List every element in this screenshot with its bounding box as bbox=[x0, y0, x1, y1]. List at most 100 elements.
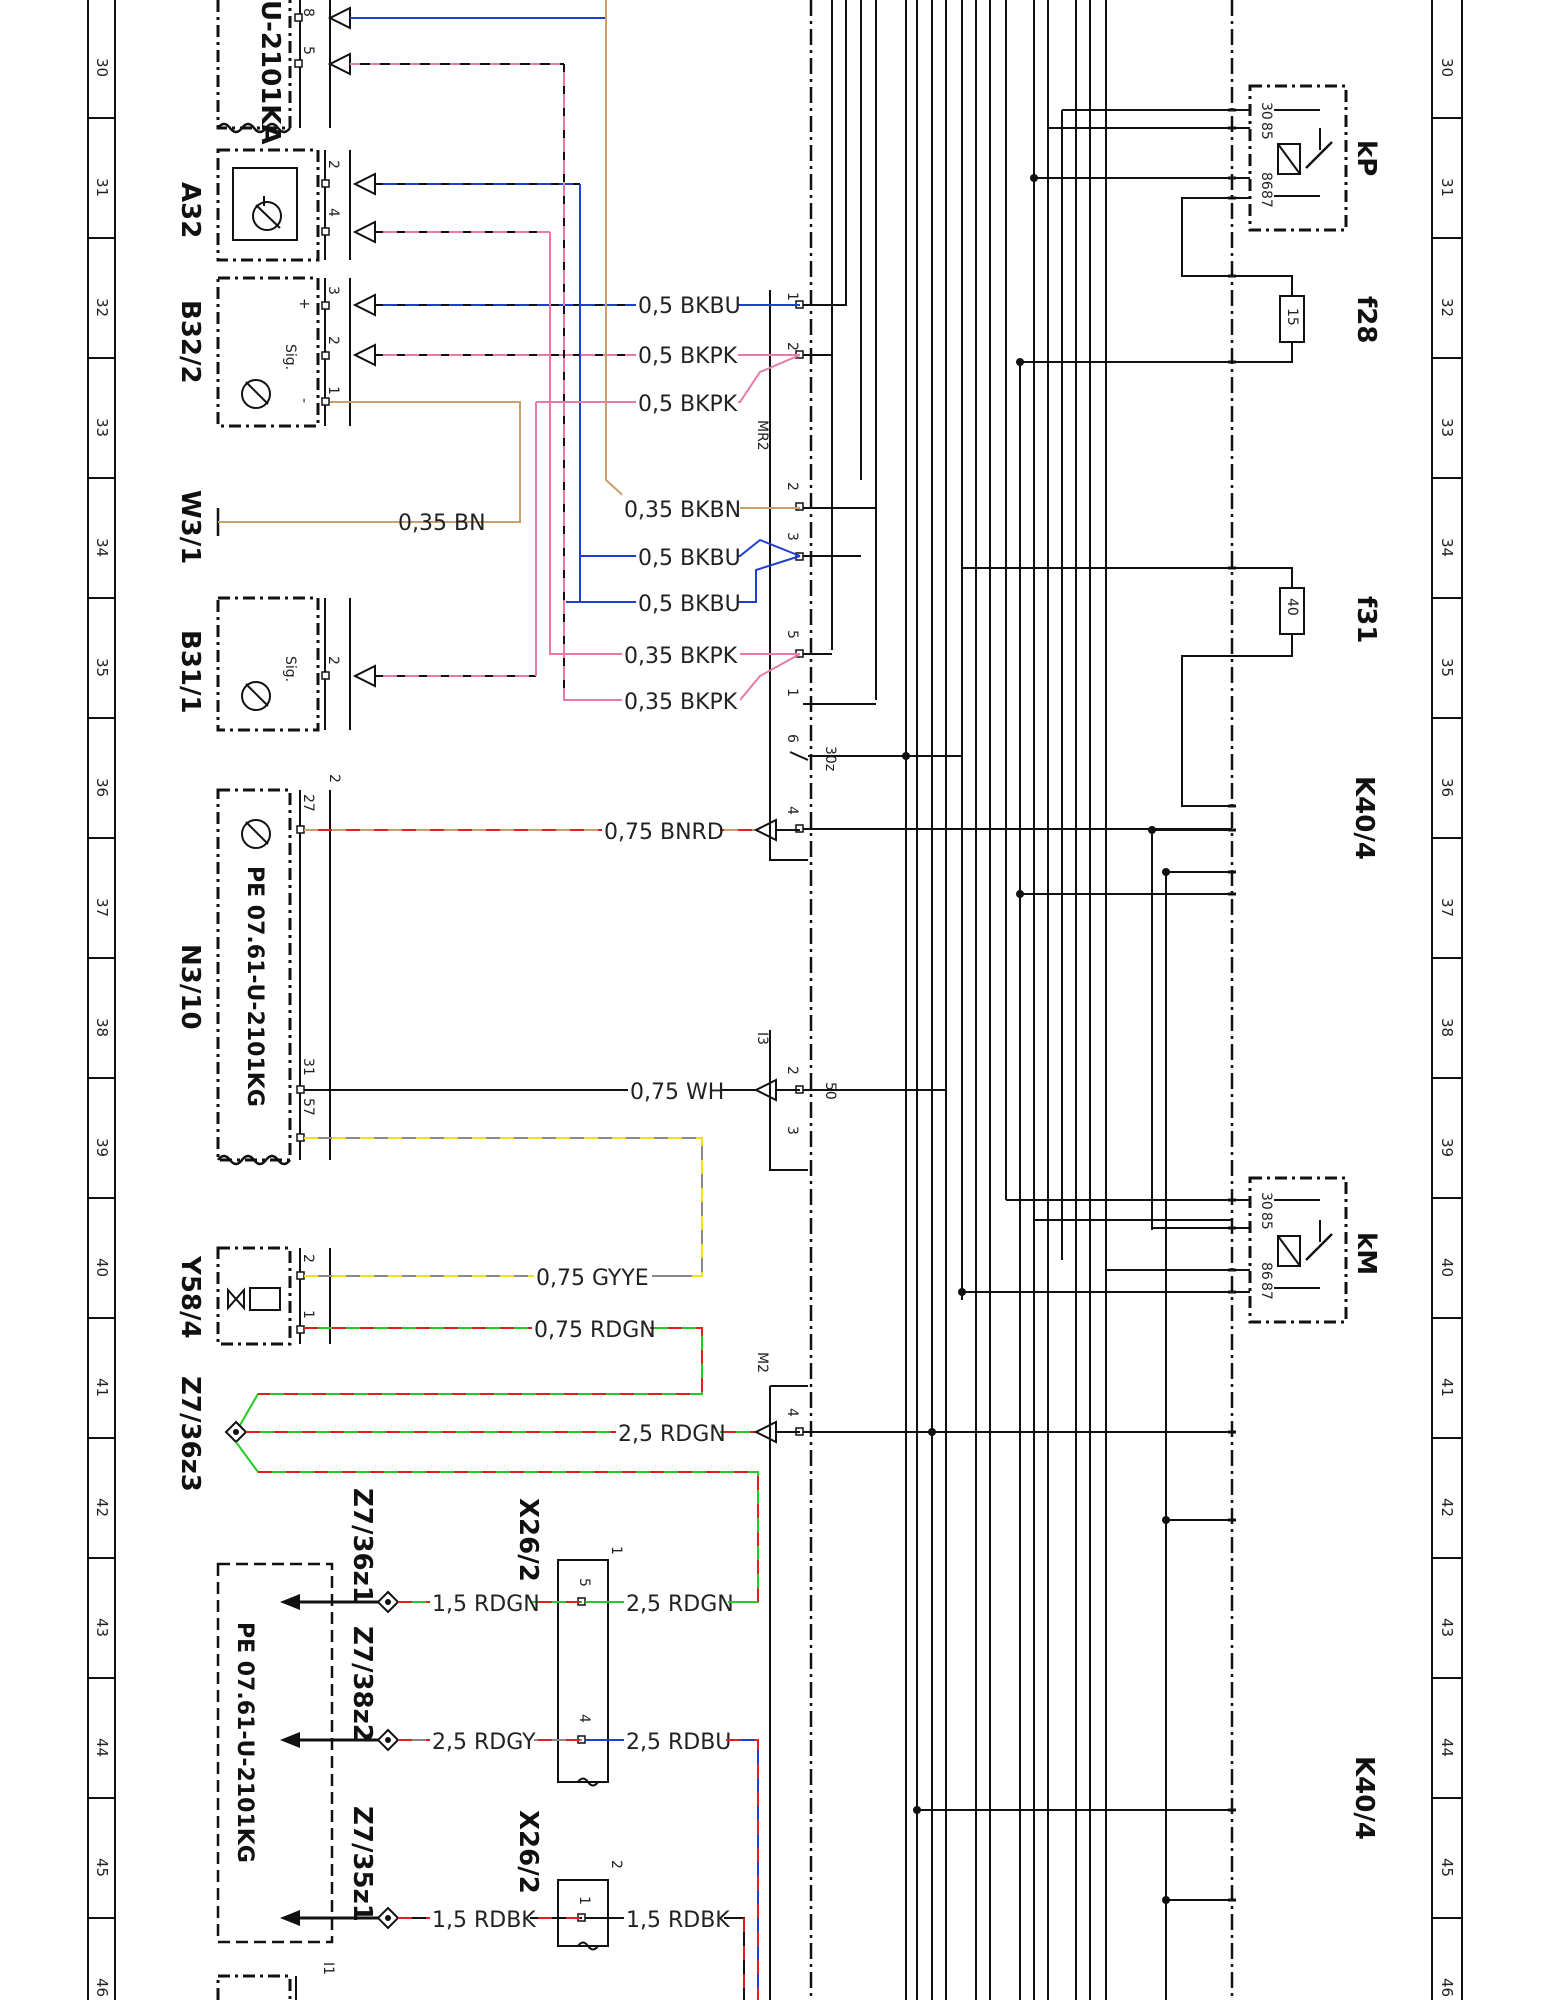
row-label-44-left: 44 bbox=[93, 1738, 111, 1757]
component-b31-1: 2 Sig. B31/1 bbox=[175, 596, 376, 732]
row-label-46-left: 46 bbox=[93, 1978, 111, 1997]
splice-z7-38z2: Z7/38z2 bbox=[347, 1626, 400, 1752]
row-label-30-left: 30 bbox=[93, 58, 111, 77]
wire-label-w17: 2,5 RDGY bbox=[432, 1730, 536, 1755]
f28-label: f28 bbox=[1351, 296, 1381, 344]
mr2-contacts bbox=[795, 300, 804, 833]
row-label-42-left: 42 bbox=[93, 1498, 111, 1517]
x26a-pin-5: 5 bbox=[576, 1578, 592, 1587]
x26a-pin-1: 1 bbox=[608, 1546, 624, 1555]
mr2-pin-3: 3 bbox=[784, 532, 800, 541]
kp-pin-85: 85 bbox=[1258, 122, 1274, 140]
component-b32-2: 3 2 1 + Sig. - B32/2 bbox=[175, 276, 376, 428]
b32-2-label: B32/2 bbox=[175, 300, 205, 384]
y58-pin-1: 1 bbox=[300, 1310, 316, 1319]
row-label-40-left: 40 bbox=[93, 1258, 111, 1277]
ref-box-pe-0761: PE 07.61-U-2101KG bbox=[216, 1562, 378, 1944]
row-label-32-left: 32 bbox=[93, 298, 111, 317]
connector-i3: I3 2 3 50 bbox=[754, 1030, 946, 1171]
b32-pin-sig: Sig. bbox=[282, 344, 298, 370]
y58-pin-2: 2 bbox=[300, 1254, 316, 1263]
row-label-38-right: 38 bbox=[1438, 1018, 1456, 1037]
boundary-ticks bbox=[1228, 108, 1236, 1902]
i3-pin-2: 2 bbox=[784, 1066, 800, 1075]
row-label-43-right: 43 bbox=[1438, 1618, 1456, 1637]
i3-label: I3 bbox=[754, 1032, 770, 1045]
i3-pin-3: 3 bbox=[784, 1126, 800, 1135]
km-label: kM bbox=[1351, 1232, 1381, 1275]
row-ticks bbox=[88, 117, 1462, 1919]
x26-2-lower-label: X26/2 bbox=[513, 1810, 543, 1894]
right-row-ruler bbox=[1431, 0, 1463, 2000]
f31-label: f31 bbox=[1351, 596, 1381, 644]
top-pin-8: 8 bbox=[300, 8, 316, 17]
x26b-pin-2: 2 bbox=[608, 1860, 624, 1869]
f31-rating: 40 bbox=[1284, 598, 1300, 616]
n3-pin-57: 57 bbox=[300, 1098, 316, 1116]
kp-pin-30: 30 bbox=[1258, 102, 1274, 120]
row-label-33-right: 33 bbox=[1438, 418, 1456, 437]
bottom-ref-note: PE 07.61-U-2101KG bbox=[232, 1622, 257, 1863]
row-label-36-left: 36 bbox=[93, 778, 111, 797]
row-label-35-right: 35 bbox=[1438, 658, 1456, 677]
z7-38z2-label: Z7/38z2 bbox=[347, 1626, 377, 1742]
wire-label-w12: 0,75 GYYE bbox=[536, 1266, 649, 1291]
trunk-lines bbox=[831, 0, 1167, 2000]
kp-pin-87: 87 bbox=[1258, 190, 1274, 208]
wire-label-w18: 2,5 RDBU bbox=[626, 1730, 731, 1755]
b31-1-label: B31/1 bbox=[175, 630, 205, 714]
b32-pin-minus: - bbox=[296, 398, 312, 403]
wire-label-w9: 0,35 BKPK bbox=[624, 690, 738, 715]
b32-pin-1: 1 bbox=[325, 386, 341, 395]
left-row-ruler bbox=[87, 0, 116, 2000]
splice-z7-36z3: Z7/36z3 bbox=[175, 1376, 248, 1492]
wire-label-w8: 0,35 BKPK bbox=[624, 644, 738, 669]
row-label-33-left: 33 bbox=[93, 418, 111, 437]
row-label-41-right: 41 bbox=[1438, 1378, 1456, 1397]
row-label-43-left: 43 bbox=[93, 1618, 111, 1637]
row-label-45-right: 45 bbox=[1438, 1858, 1456, 1877]
row-label-31-right: 31 bbox=[1438, 178, 1456, 197]
wire-label-w16: 2,5 RDGN bbox=[626, 1592, 734, 1617]
wire-labels-top: 0,5 BKBU 0,5 BKPK 0,5 BKPK 0,35 BKBN 0,5… bbox=[622, 290, 741, 715]
k40-taps bbox=[917, 109, 1232, 1901]
kp-pin-86: 86 bbox=[1258, 172, 1274, 190]
top-pin-5: 5 bbox=[300, 46, 316, 55]
row-label-30-right: 30 bbox=[1438, 58, 1456, 77]
connector-mr2: MR2 1 2 2 3 5 1 6 4 30z bbox=[754, 290, 838, 861]
n3-pin-27: 27 bbox=[300, 794, 316, 812]
x26b-pin-1: 1 bbox=[576, 1896, 592, 1905]
wire-label-w5: 0,35 BKBN bbox=[624, 498, 741, 523]
terminal-30z: 30z bbox=[822, 746, 838, 771]
km-pin-85: 85 bbox=[1258, 1212, 1274, 1230]
row-label-34-right: 34 bbox=[1438, 538, 1456, 557]
mr2-pin-2b: 2 bbox=[784, 482, 800, 491]
wire-label-w11: 0,75 WH bbox=[630, 1080, 724, 1105]
row-label-32-right: 32 bbox=[1438, 298, 1456, 317]
wire-label-w6: 0,5 BKBU bbox=[638, 546, 741, 571]
x26a-pin-4: 4 bbox=[576, 1714, 592, 1723]
mr2-label: MR2 bbox=[754, 420, 770, 451]
row-label-31-left: 31 bbox=[93, 178, 111, 197]
y58-4-label: Y58/4 bbox=[175, 1255, 205, 1339]
row-label-45-left: 45 bbox=[93, 1858, 111, 1877]
n3-pin-2: 2 bbox=[326, 774, 342, 783]
component-a32: 2 4 A32 bbox=[175, 148, 376, 262]
junction-dots bbox=[902, 174, 1170, 1904]
z7-36z3-label: Z7/36z3 bbox=[175, 1376, 205, 1492]
a32-label: A32 bbox=[175, 182, 205, 238]
row-label-41-left: 41 bbox=[93, 1378, 111, 1397]
fuse-f31: 40 f31 bbox=[1181, 567, 1381, 807]
n3-10-ref-note: PE 07.61-U-2101KG bbox=[242, 866, 267, 1107]
component-w3-1: W3/1 bbox=[175, 490, 398, 564]
km-pin-86: 86 bbox=[1258, 1262, 1274, 1280]
mr2-pin-2: 2 bbox=[784, 342, 800, 351]
wire-label-w4: 0,35 BN bbox=[398, 511, 486, 536]
row-label-39-right: 39 bbox=[1438, 1138, 1456, 1157]
b31-pin-2: 2 bbox=[325, 656, 341, 665]
mr2-pin-1: 1 bbox=[784, 292, 800, 301]
splice-z7-36z1: Z7/36z1 bbox=[347, 1488, 400, 1614]
row-label-46-right: 46 bbox=[1438, 1978, 1456, 1997]
wire-label-w10: 0,75 BNRD bbox=[604, 820, 724, 845]
b32-pin-plus: + bbox=[296, 298, 312, 310]
